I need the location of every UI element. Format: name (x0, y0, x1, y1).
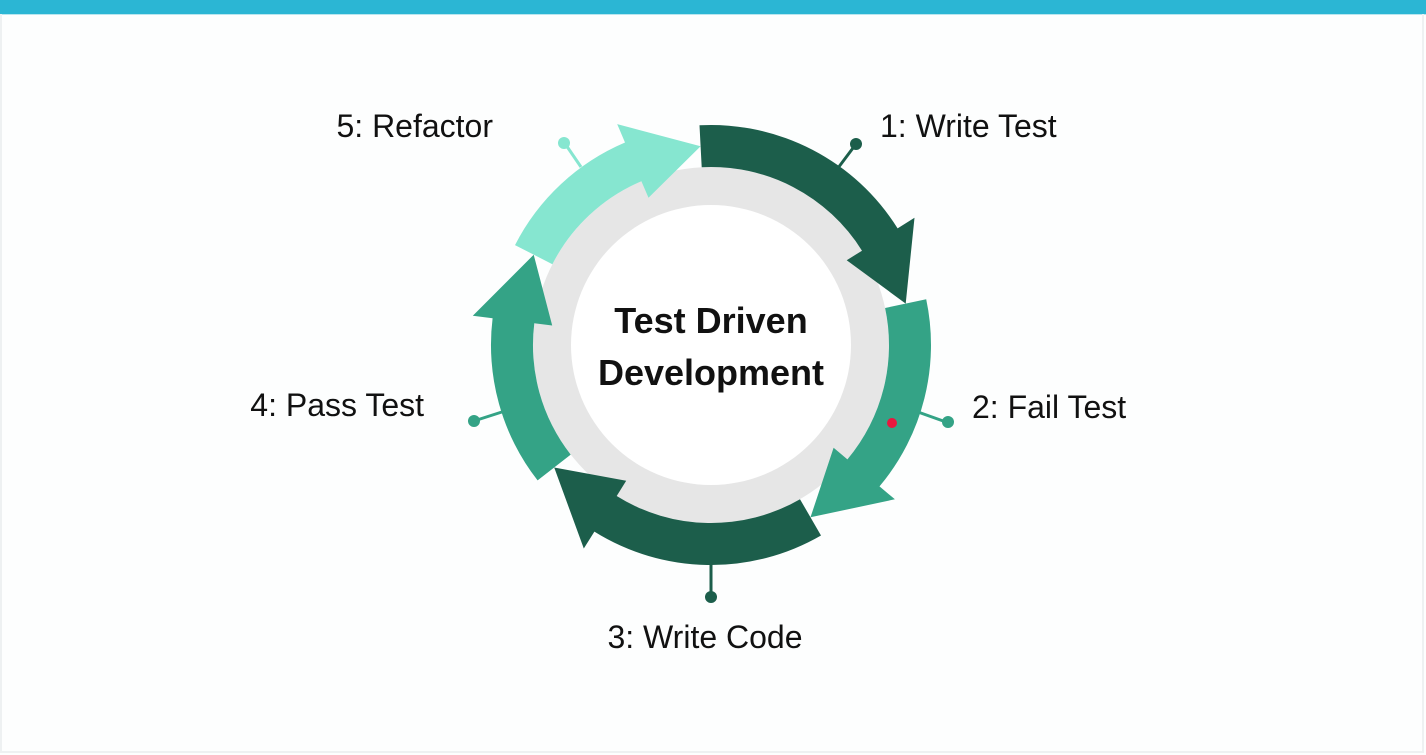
arrow-refactor (515, 124, 701, 265)
arrow-pass-test (472, 254, 571, 481)
connector-4 (468, 409, 506, 427)
step-label-refactor: 5: Refactor (336, 108, 493, 144)
top-accent-bar (0, 0, 1426, 15)
step-label-write-test: 1: Write Test (880, 108, 1057, 144)
step-label-fail-test: 2: Fail Test (972, 389, 1126, 425)
step-label-pass-test: 4: Pass Test (250, 387, 424, 423)
center-title-line-1: Test Driven (614, 300, 807, 341)
connector-1 (836, 138, 862, 169)
slide-frame (0, 14, 1424, 753)
connector-5 (558, 137, 583, 168)
connector-3 (705, 563, 717, 603)
arrow-write-code (554, 467, 821, 566)
connector-2 (917, 410, 954, 428)
center-disc (571, 205, 851, 485)
center-title-line-2: Development (598, 352, 824, 393)
arrow-write-test (699, 124, 915, 304)
pointer-dot (887, 418, 897, 428)
arrow-fail-test (810, 299, 931, 518)
cycle-arrows (472, 124, 931, 566)
step-label-write-code: 3: Write Code (607, 619, 802, 655)
